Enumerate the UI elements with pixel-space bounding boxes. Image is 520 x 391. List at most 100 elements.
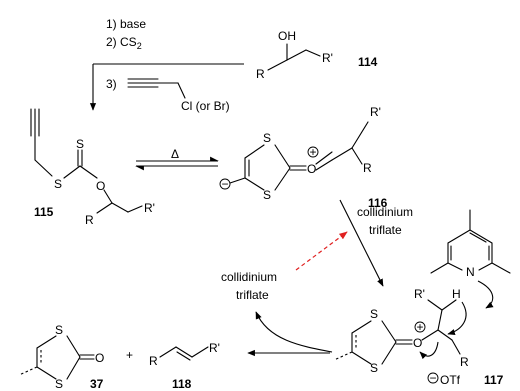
compound-117: S S O + R H R' − OTf 117 bbox=[333, 287, 504, 387]
curved-arrow-co-to-o bbox=[419, 341, 439, 360]
alkene-double-bond bbox=[175, 346, 193, 358]
bond bbox=[351, 320, 372, 334]
bond bbox=[351, 121, 369, 149]
bond bbox=[447, 262, 463, 271]
compound-number-116: 116 bbox=[368, 196, 388, 210]
bond bbox=[381, 320, 397, 343]
bond bbox=[451, 339, 461, 355]
bond bbox=[331, 147, 353, 161]
sulfur-atom: S bbox=[55, 323, 63, 337]
sulfur-atom: S bbox=[263, 131, 271, 145]
compound-number-115: 115 bbox=[34, 205, 54, 219]
methyl-bond bbox=[430, 262, 449, 274]
arrow-114-to-115 bbox=[89, 63, 244, 111]
sulfur-atom: S bbox=[370, 361, 378, 375]
r-group-label: R bbox=[256, 67, 265, 81]
bond bbox=[478, 262, 493, 271]
halide-label: Cl (or Br) bbox=[181, 99, 230, 113]
bond bbox=[315, 151, 333, 165]
positive-charge bbox=[414, 321, 426, 333]
bond bbox=[427, 299, 443, 311]
bond bbox=[159, 346, 177, 358]
bond bbox=[469, 229, 493, 244]
sulfur-atom: S bbox=[263, 188, 271, 202]
compound-118: R R' 118 bbox=[149, 341, 220, 391]
bond bbox=[437, 309, 443, 331]
collidine: N bbox=[430, 209, 511, 309]
r-group-label: R bbox=[460, 355, 469, 369]
positive-charge bbox=[307, 146, 319, 158]
plus-sign: + bbox=[126, 348, 133, 362]
compound-number-114: 114 bbox=[358, 55, 378, 69]
sulfur-atom: S bbox=[370, 307, 378, 321]
plus-sign: + bbox=[310, 145, 317, 159]
reagent-lower-line1: collidinium bbox=[221, 270, 277, 284]
bond bbox=[274, 144, 291, 169]
triflate-negative-charge bbox=[427, 372, 439, 384]
bond bbox=[274, 167, 291, 191]
compound-116: S S − O + R R' 116 bbox=[219, 105, 388, 210]
reagent-conditions: 1) base 2) CS2 3) Cl (or Br) bbox=[106, 17, 230, 113]
bond bbox=[63, 165, 81, 179]
r-prime-label: R' bbox=[414, 287, 425, 301]
methyl-bond bbox=[491, 262, 511, 274]
hydroxyl-label: OH bbox=[278, 29, 296, 43]
bond bbox=[351, 351, 372, 365]
arrow-116-to-117 bbox=[339, 199, 384, 287]
step-3-label: 3) bbox=[106, 77, 117, 91]
hydrogen-atom: H bbox=[452, 287, 461, 301]
oxygen-atom: O bbox=[307, 162, 316, 176]
oxygen-atom: O bbox=[96, 179, 105, 193]
r-prime-label: R' bbox=[209, 341, 220, 355]
bond bbox=[96, 202, 113, 214]
bond bbox=[66, 335, 81, 358]
bond bbox=[36, 335, 57, 349]
reagent-upper: collidinium triflate bbox=[339, 199, 413, 287]
bond bbox=[441, 299, 457, 311]
reagent-lower-line2: triflate bbox=[236, 288, 269, 302]
sulfur-atom: S bbox=[54, 177, 62, 191]
curved-arrow-n-to-h bbox=[477, 280, 494, 309]
bond bbox=[191, 346, 209, 358]
bond bbox=[421, 329, 439, 341]
compound-number-37: 37 bbox=[90, 377, 104, 391]
bond bbox=[229, 177, 246, 184]
compound-37: S S O 37 bbox=[18, 323, 104, 391]
bond bbox=[34, 159, 53, 177]
r-prime-label: R' bbox=[322, 51, 333, 65]
equilibrium-arrows: Δ bbox=[135, 147, 219, 171]
alkene-double-bond bbox=[176, 351, 191, 361]
compound-114: OH R R' 114 bbox=[256, 29, 378, 81]
step-2-label: 2) CS2 bbox=[106, 35, 142, 51]
reagent-upper-line1: collidinium bbox=[357, 205, 413, 219]
bond bbox=[437, 329, 453, 341]
minus-sign: − bbox=[222, 177, 229, 191]
curved-arrow-to-reagent bbox=[255, 311, 333, 353]
bond bbox=[305, 49, 321, 57]
bond bbox=[79, 165, 98, 179]
heat-label: Δ bbox=[171, 147, 179, 161]
compound-number-117: 117 bbox=[484, 373, 504, 387]
bond bbox=[244, 144, 265, 159]
bond bbox=[66, 356, 81, 380]
bond bbox=[447, 229, 471, 244]
bond bbox=[36, 366, 57, 380]
bond bbox=[111, 202, 129, 213]
r-group-label: R bbox=[363, 161, 372, 175]
dashed-exocyclic-bond bbox=[18, 366, 38, 376]
compound-number-118: 118 bbox=[172, 377, 192, 391]
bond bbox=[286, 49, 307, 61]
bond bbox=[244, 177, 265, 191]
negative-charge bbox=[219, 178, 231, 190]
bond bbox=[267, 59, 288, 71]
reagent-upper-line2: triflate bbox=[369, 223, 402, 237]
r-group-label: R bbox=[85, 213, 94, 227]
sulfur-atom: S bbox=[55, 377, 63, 391]
bond bbox=[315, 159, 333, 171]
bond bbox=[351, 147, 363, 165]
bond bbox=[381, 341, 397, 365]
elimination-arrow: collidinium triflate bbox=[221, 270, 333, 357]
bond bbox=[103, 189, 113, 204]
red-dashed-arrow bbox=[295, 231, 348, 271]
